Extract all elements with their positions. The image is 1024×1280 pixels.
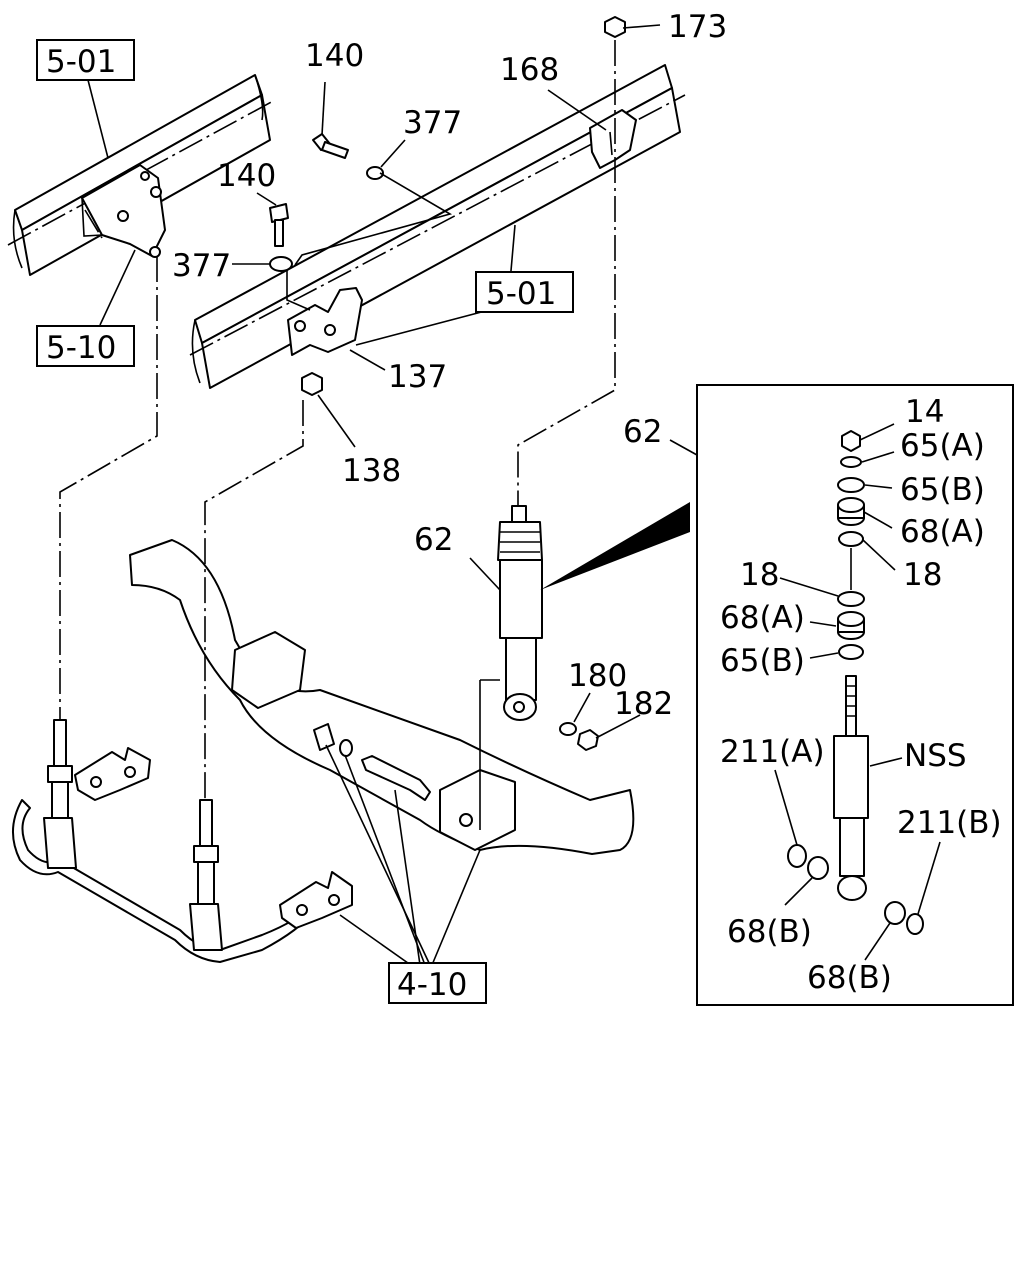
ref-box-5-01-mid: 5-01: [475, 271, 574, 313]
washer-18-top: [838, 531, 864, 547]
washer-18-bottom: [837, 591, 865, 607]
front-axle-beam: [129, 539, 635, 855]
detail-box: [669, 384, 1014, 1006]
nut-138: [301, 372, 323, 396]
shock-absorber-62: [497, 505, 543, 721]
washer-377-mid: [269, 256, 293, 272]
ref-box-4-10: 4-10: [388, 962, 487, 1004]
washer-65b-top: [837, 477, 865, 493]
callout-137: 137: [388, 359, 447, 395]
callout-168: 168: [500, 52, 559, 88]
bushing-68b-left: [807, 856, 829, 880]
ref-box-5-10: 5-10: [36, 325, 135, 367]
leader-lines: [87, 24, 661, 969]
stabilizer-link-right: [189, 799, 223, 951]
detail-callout-18-left: 18: [740, 557, 779, 593]
washer-65a: [840, 456, 862, 468]
connection-lines: [59, 40, 616, 800]
ref-box-5-01-top: 5-01: [36, 39, 135, 81]
callout-182: 182: [614, 686, 673, 722]
ref-label: 5-01: [46, 44, 116, 80]
detail-callout-211a: 211(A): [720, 734, 825, 770]
callout-62-main: 62: [414, 522, 453, 558]
stabilizer-link-left: [43, 719, 77, 869]
callout-138: 138: [342, 453, 401, 489]
stabilizer-bracket-right: [279, 871, 353, 929]
callout-377-mid: 377: [172, 248, 231, 284]
detail-callout-65a-top: 65(A): [900, 428, 985, 464]
bracket-137: [287, 287, 363, 356]
bracket-168: [589, 109, 637, 169]
detail-callout-nss: NSS: [904, 738, 967, 774]
shock-absorber-nss: [833, 675, 869, 901]
bushing-68b-right: [884, 901, 906, 925]
washer-211a: [787, 844, 807, 868]
detail-callout-14: 14: [905, 394, 944, 430]
washer-377-top: [366, 166, 384, 180]
detail-callout-65b-top: 65(B): [900, 472, 985, 508]
spring-bracket-left: [81, 164, 166, 258]
detail-callout-211b: 211(B): [897, 805, 1002, 841]
bolt-140-top: [312, 133, 349, 159]
detail-callout-68a-bottom: 68(A): [720, 600, 805, 636]
callout-173: 173: [668, 9, 727, 45]
detail-callout-18-right: 18: [903, 557, 942, 593]
kingpin-parts: [313, 723, 431, 801]
detail-callout-68a-top: 68(A): [900, 514, 985, 550]
ref-label: 4-10: [397, 967, 467, 1003]
detail-callout-65b-bottom: 65(B): [720, 643, 805, 679]
bushing-68a-bottom: [837, 611, 865, 640]
washer-180: [559, 722, 577, 736]
stabilizer-bracket-left: [74, 747, 151, 801]
ref-label: 5-01: [486, 276, 556, 312]
callout-140-mid: 140: [217, 158, 276, 194]
callout-377-top: 377: [403, 105, 462, 141]
bolt-140-mid: [269, 203, 289, 247]
bushing-68a-top: [837, 497, 865, 526]
nut-173: [604, 16, 626, 38]
detail-callout-62: 62: [623, 414, 662, 450]
detail-callout-68b-left: 68(B): [727, 914, 812, 950]
washer-211b: [906, 913, 924, 935]
nut-182: [577, 729, 599, 751]
ref-label: 5-10: [46, 330, 116, 366]
callout-180: 180: [568, 658, 627, 694]
callout-140-top: 140: [305, 38, 364, 74]
washer-65b-bottom: [838, 644, 864, 660]
detail-callout-68b-right: 68(B): [807, 960, 892, 996]
detail-pointer: [540, 502, 690, 590]
nut-14: [841, 430, 861, 452]
